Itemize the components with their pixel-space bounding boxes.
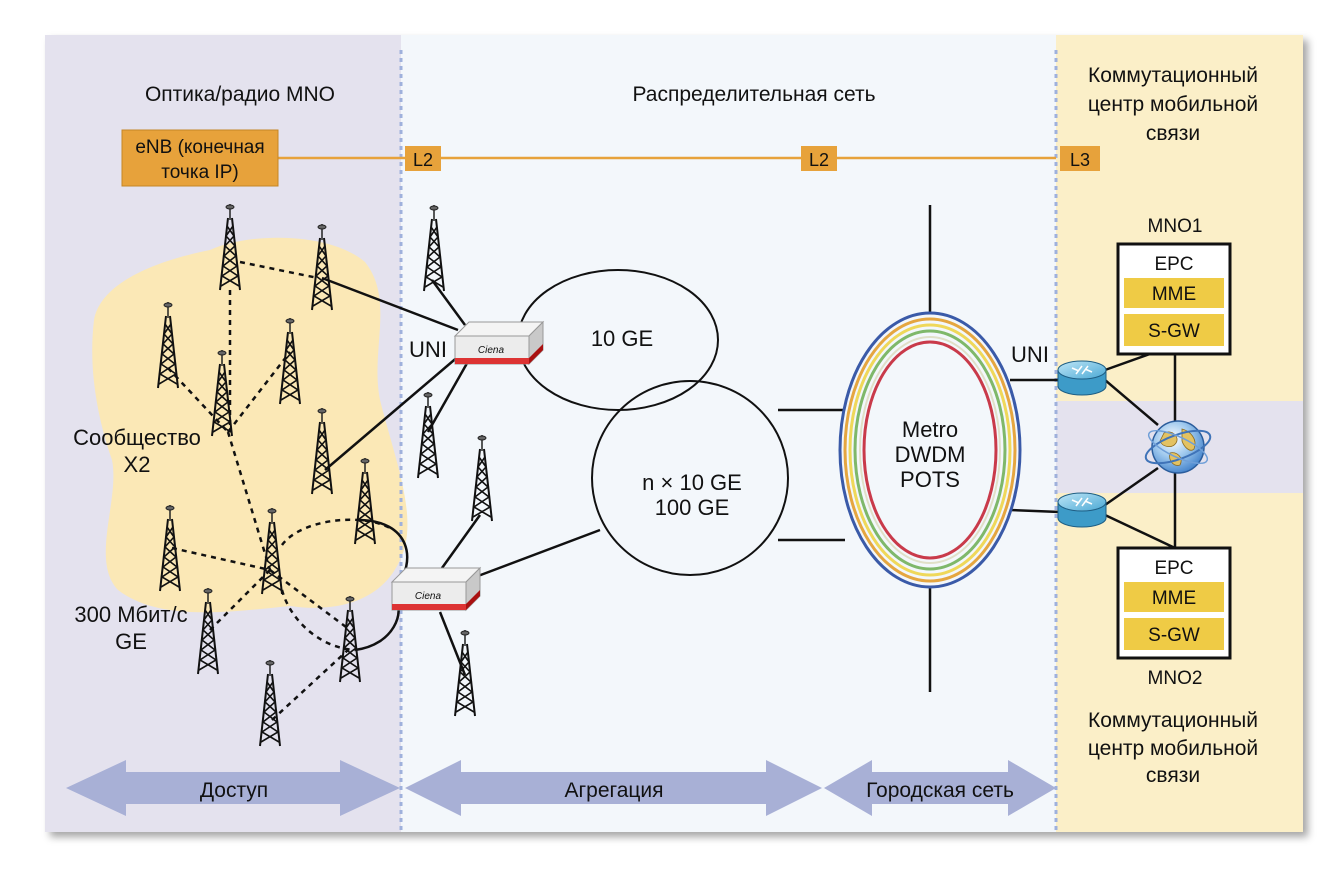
- router-icon: [1057, 360, 1107, 396]
- ciena-switch-icon: Ciena: [454, 321, 544, 365]
- svg-text:X2: X2: [124, 452, 151, 477]
- svg-text:Коммутационный: Коммутационный: [1088, 709, 1258, 732]
- svg-text:L2: L2: [809, 150, 829, 170]
- msc-title-top: Коммутационный центр мобильной связи: [1088, 64, 1258, 145]
- ciena-switch-icon: Ciena: [391, 567, 481, 611]
- metro-dwdm-ring: [838, 311, 1022, 589]
- svg-text:Доступ: Доступ: [200, 779, 268, 802]
- svg-text:EPC: EPC: [1154, 558, 1193, 579]
- metro-label-2: DWDM: [895, 442, 966, 467]
- svg-text:Городская сеть: Городская сеть: [866, 779, 1014, 802]
- svg-text:Ciena: Ciena: [478, 345, 505, 356]
- ring-10ge-label: 10 GE: [591, 326, 653, 351]
- svg-text:eNB (конечная: eNB (конечная: [135, 137, 264, 158]
- layer-tag-l3: L3: [1060, 146, 1100, 171]
- ring-nx10ge: [591, 380, 789, 576]
- svg-text:S-GW: S-GW: [1148, 625, 1200, 646]
- distribution-title: Распределительная сеть: [632, 83, 875, 106]
- svg-text:S-GW: S-GW: [1148, 321, 1200, 342]
- arrow-access: Доступ: [66, 760, 400, 816]
- svg-text:MME: MME: [1152, 284, 1196, 305]
- access-title: Оптика/радио MNO: [145, 83, 335, 106]
- svg-text:точка IP): точка IP): [161, 162, 238, 183]
- svg-text:300 Мбит/с: 300 Мбит/с: [74, 602, 187, 627]
- svg-text:GE: GE: [115, 629, 147, 654]
- enb-box: eNB (конечная точка IP): [121, 129, 279, 187]
- svg-text:EPC: EPC: [1154, 254, 1193, 275]
- arrow-metro: Городская сеть: [824, 760, 1056, 816]
- svg-text:связи: связи: [1146, 764, 1200, 787]
- speed-label: 300 Мбит/с GE: [74, 602, 187, 654]
- router-icon: [1057, 492, 1107, 528]
- globe-icon: [1144, 420, 1212, 474]
- ring-nx10-label-2: 100 GE: [655, 495, 730, 520]
- mno1-label: MNO1: [1148, 216, 1203, 237]
- msc-title-bottom: Коммутационный центр мобильной связи: [1088, 709, 1258, 787]
- svg-text:L3: L3: [1070, 150, 1090, 170]
- distribution-zone: [401, 35, 1056, 832]
- svg-text:L2: L2: [413, 150, 433, 170]
- mno1-epc-stack: EPC MME S-GW: [1116, 242, 1232, 356]
- svg-text:связи: связи: [1146, 122, 1200, 145]
- community-label: Сообщество X2: [73, 425, 201, 477]
- uni-label-access: UNI: [409, 337, 447, 362]
- arrow-aggregation: Агрегация: [405, 760, 822, 816]
- mno2-epc-stack: EPC MME S-GW: [1116, 546, 1232, 660]
- metro-label-3: POTS: [900, 467, 960, 492]
- svg-text:Сообщество: Сообщество: [73, 425, 201, 450]
- svg-text:центр мобильной: центр мобильной: [1088, 737, 1258, 760]
- svg-text:Ciena: Ciena: [415, 591, 442, 602]
- uni-label-msc: UNI: [1011, 342, 1049, 367]
- layer-tag-l2-first: L2: [405, 146, 441, 171]
- layer-tag-l2-second: L2: [801, 146, 837, 171]
- mno2-label: MNO2: [1148, 668, 1203, 689]
- metro-label-1: Metro: [902, 417, 958, 442]
- svg-text:центр мобильной: центр мобильной: [1088, 93, 1258, 116]
- svg-text:MME: MME: [1152, 588, 1196, 609]
- ring-nx10-label-1: n × 10 GE: [642, 470, 742, 495]
- svg-text:Агрегация: Агрегация: [564, 779, 663, 802]
- svg-text:Коммутационный: Коммутационный: [1088, 64, 1258, 87]
